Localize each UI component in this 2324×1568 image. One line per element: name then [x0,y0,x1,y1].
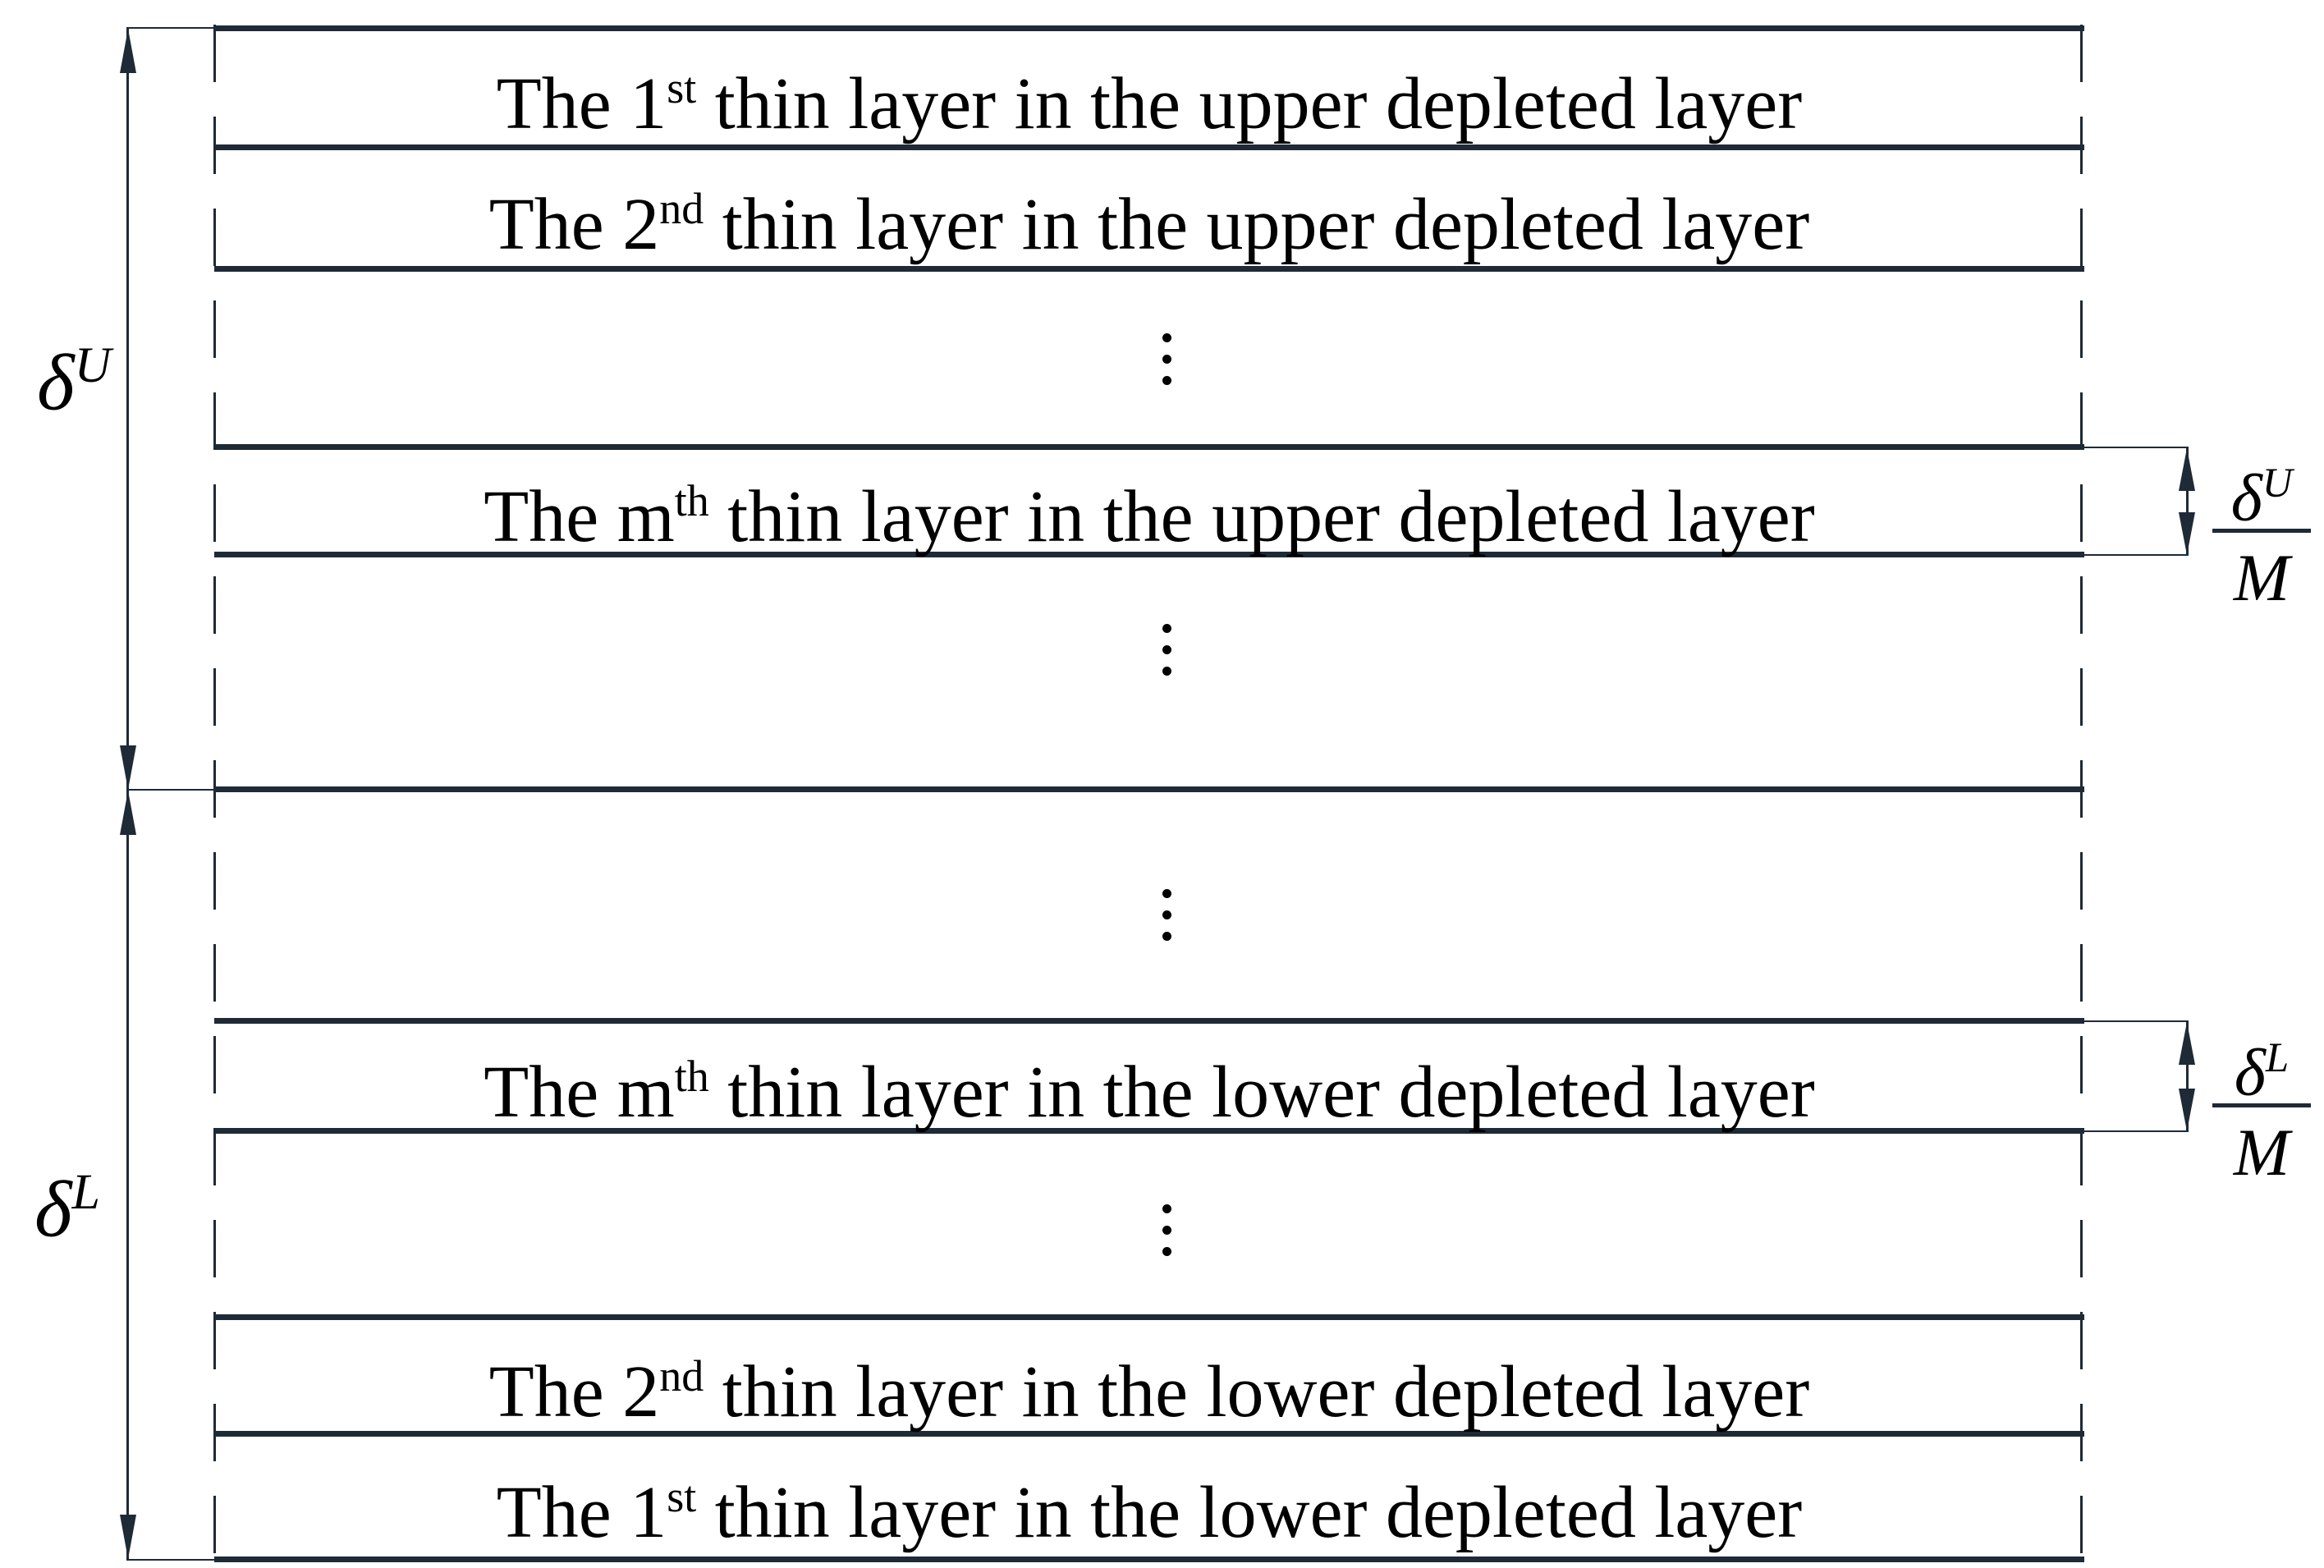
upper-fraction-numerator: δU [2212,442,2311,534]
delta-symbol: δ [37,338,75,428]
caption-prefix: The m [484,476,675,557]
caption-prefix: The 2 [488,184,660,265]
upper-fraction-bar [2212,529,2311,533]
right-extension-upper-top [2082,447,2189,448]
layer-caption-upper-mth: The mth thin layer in the upper depleted… [214,456,2084,562]
delta-upper-superscript: U [74,337,112,393]
ellipsis-dot [1162,376,1171,385]
arrowhead-down-icon [2179,512,2195,555]
upper-thickness-dimension-line [2186,447,2189,555]
extension-line-top [126,27,215,29]
layer-line-upper-2-dots [214,266,2084,272]
lower-fraction-superscript: L [2265,1034,2290,1080]
right-extension-lower-bottom [2082,1130,2189,1132]
ellipsis-dot [1162,1226,1171,1235]
ellipsis-dot [1162,667,1171,676]
delta-upper-label: δU [37,337,112,428]
caption-ordinal: th [674,476,709,525]
caption-ordinal: st [667,63,697,112]
vertical-ellipsis [1162,889,1171,941]
arrowhead-down-icon [120,1515,136,1559]
caption-prefix: The m [484,1052,675,1133]
delta-lower-dimension-line [126,790,129,1560]
arrowhead-up-icon [120,29,136,73]
layer-line-middle-boundary [214,786,2084,792]
caption-suffix: thin layer in the lower depleted layer [708,1052,1815,1133]
layer-caption-lower-2nd: The 2nd thin layer in the lower depleted… [214,1331,2084,1437]
right-extension-lower-top [2082,1020,2189,1022]
caption-ordinal: nd [659,1351,704,1401]
delta-upper-dimension-line [126,28,129,790]
arrowhead-down-icon [120,745,136,790]
left-dashed-edge [213,25,216,1565]
extension-line-bottom [126,1559,215,1561]
layer-line-upper-mth-bottom [214,552,2084,557]
arrowhead-up-icon [120,791,136,835]
caption-prefix: The 1 [496,1472,667,1553]
lower-fraction-denominator: M [2233,1115,2290,1190]
right-extension-upper-bottom [2082,554,2189,556]
layer-line-upper-mth-top [214,444,2084,450]
arrowhead-up-icon [2179,448,2195,491]
delta-symbol: δ [2230,460,2262,535]
layer-line-top [214,25,2084,31]
caption-ordinal: st [667,1472,697,1521]
caption-prefix: The 2 [488,1351,660,1433]
ellipsis-dot [1162,889,1171,898]
ellipsis-dot [1162,624,1171,633]
ellipsis-dot [1162,1247,1171,1256]
layer-line-lower-mth-top [214,1018,2084,1024]
right-dashed-edge [2080,25,2083,1565]
vertical-ellipsis [1162,1204,1171,1256]
layer-line-lower-dots-2 [214,1314,2084,1320]
caption-prefix: The 1 [496,63,667,144]
delta-lower-superscript: L [71,1164,100,1220]
caption-suffix: thin layer in the upper depleted layer [704,184,1810,265]
delta-lower-label: δL [34,1164,100,1254]
layer-line-upper-1-2 [214,144,2084,150]
arrowhead-up-icon [2179,1022,2195,1065]
vertical-ellipsis [1162,333,1171,385]
ellipsis-dot [1162,645,1171,654]
layer-line-bottom [214,1557,2084,1562]
layer-line-lower-mth-bottom [214,1128,2084,1134]
caption-suffix: thin layer in the upper depleted layer [696,63,1803,144]
layer-line-lower-2-1 [214,1431,2084,1437]
caption-suffix: thin layer in the lower depleted layer [696,1472,1803,1553]
delta-symbol: δ [34,1165,72,1254]
caption-suffix: thin layer in the lower depleted layer [704,1351,1810,1433]
ellipsis-dot [1162,355,1171,364]
layer-caption-upper-1st: The 1st thin layer in the upper depleted… [214,43,2084,149]
ellipsis-dot [1162,910,1171,919]
ellipsis-dot [1162,932,1171,941]
layer-caption-lower-mth: The mth thin layer in the lower depleted… [214,1031,2084,1138]
delta-symbol: δ [2234,1034,2266,1110]
ellipsis-dot [1162,1204,1171,1213]
lower-thickness-dimension-line [2186,1021,2189,1131]
upper-fraction-denominator: M [2233,540,2290,615]
caption-suffix: thin layer in the upper depleted layer [708,476,1815,557]
caption-ordinal: nd [659,184,704,233]
extension-line-middle [126,789,215,791]
lower-fraction-numerator: δL [2212,1016,2311,1109]
vertical-ellipsis [1162,624,1171,676]
upper-fraction-superscript: U [2262,460,2293,506]
layer-caption-lower-1st: The 1st thin layer in the lower depleted… [214,1451,2084,1558]
lower-fraction-bar [2212,1103,2311,1107]
caption-ordinal: th [674,1052,709,1101]
layer-caption-upper-2nd: The 2nd thin layer in the upper depleted… [214,163,2084,270]
ellipsis-dot [1162,333,1171,342]
arrowhead-down-icon [2179,1089,2195,1131]
